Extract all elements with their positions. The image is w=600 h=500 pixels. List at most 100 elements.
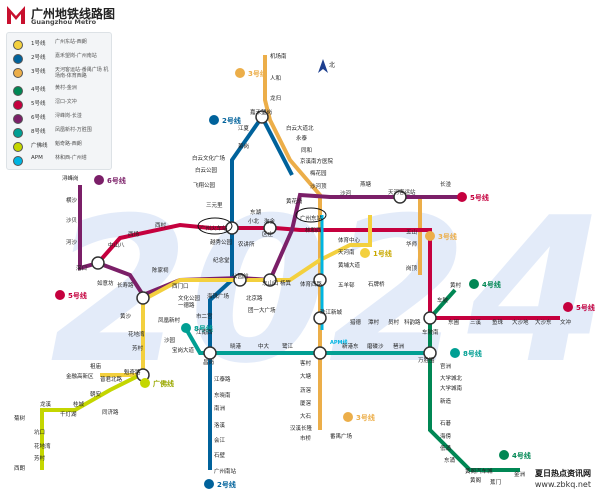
svg-text:燕塘: 燕塘 [360,180,372,188]
map-title: 广州地铁线路图 [31,7,116,21]
svg-text:沙贝: 沙贝 [66,217,78,224]
svg-text:东圃: 东圃 [448,318,460,326]
svg-text:西门口: 西门口 [172,282,189,290]
guangfo-line[interactable] [40,373,141,470]
svg-text:低涌: 低涌 [440,444,451,452]
svg-text:昌岗: 昌岗 [203,359,214,366]
svg-text:蕉门: 蕉门 [490,478,501,486]
svg-text:萧岗: 萧岗 [238,142,249,150]
svg-text:三溪: 三溪 [470,318,482,326]
svg-text:花地湾: 花地湾 [34,442,51,450]
svg-text:晓港: 晓港 [230,342,242,350]
svg-text:沙河: 沙河 [340,189,352,197]
svg-text:海珠广场: 海珠广场 [207,292,230,300]
label-apm: APM线 [330,339,348,346]
svg-text:东涌: 东涌 [444,456,455,464]
label-gf: 广佛线 [153,379,174,388]
svg-text:万胜围: 万胜围 [418,356,435,364]
legend-item[interactable]: 1号线 广州东站-西朗 [13,37,109,51]
legend-item[interactable]: 3号线 天河客运站-番禺广场 机场南-体育西路 [13,65,109,83]
svg-text:京溪南方医院: 京溪南方医院 [300,157,334,165]
line-3[interactable] [263,55,322,430]
svg-text:菊树: 菊树 [14,414,26,422]
svg-text:区庄: 区庄 [262,230,274,238]
label-l3-mid: 3号线 [438,232,457,241]
watermark-title: 夏日热点资讯网 [535,469,591,478]
svg-text:梅花园: 梅花园 [310,169,327,177]
svg-text:白云大道北: 白云大道北 [286,124,314,132]
svg-text:客村: 客村 [300,359,312,367]
svg-text:龙归: 龙归 [270,94,281,102]
svg-text:一德路: 一德路 [178,301,195,309]
svg-text:黄村: 黄村 [450,281,462,289]
svg-text:厦滘: 厦滘 [300,399,312,407]
svg-text:大学城南: 大学城南 [440,384,463,392]
line-legend: 1号线 广州东站-西朗 2号线 嘉禾望岗-广州南站 3号线 天河客运站-番禺广场… [6,32,112,170]
label-l4-bottom: 4号线 [512,451,531,460]
station-labels: 机场南 人和 龙归 嘉禾望岗 白云大道北 永泰 同和 京溪南方医院 梅花园 江夏… [14,52,572,486]
legend-color-icon [13,128,23,138]
svg-text:龙溪: 龙溪 [40,400,52,408]
svg-text:大沙地: 大沙地 [512,318,529,326]
legend-item[interactable]: 6号线 浔峰岗-长湴 [13,111,109,125]
label-l4-top: 4号线 [482,280,501,289]
svg-text:中山八: 中山八 [108,241,125,249]
compass: 北 [318,58,348,74]
svg-text:珠江新城: 珠江新城 [320,308,343,316]
line-8[interactable] [183,326,430,355]
legend-item[interactable]: 8号线 凤凰新村-万胜围 [13,125,109,139]
svg-text:芳村: 芳村 [34,454,46,462]
svg-text:新港东: 新港东 [342,342,359,350]
legend-item[interactable]: 2号线 嘉禾望岗-广州南站 [13,51,109,65]
svg-text:天河客运站: 天河客运站 [388,188,416,196]
svg-text:五山: 五山 [406,228,417,236]
svg-text:磨碟沙: 磨碟沙 [367,342,384,350]
svg-text:大沙东: 大沙东 [535,318,552,326]
svg-text:黄沙: 黄沙 [120,312,132,320]
svg-text:朝安: 朝安 [90,390,102,398]
label-l3-bottom: 3号线 [356,413,375,422]
line-5[interactable] [96,222,560,320]
svg-text:会江: 会江 [214,436,226,444]
label-l6-left: 6号线 [107,176,126,185]
svg-text:大学城北: 大学城北 [440,374,463,382]
svg-text:长寿路: 长寿路 [117,281,134,289]
svg-text:江泰路: 江泰路 [214,375,231,383]
compass-label: 北 [329,62,336,69]
label-l2-bottom: 2号线 [217,480,236,489]
svg-text:官洲: 官洲 [440,362,452,370]
line-labels: 2号线 2号线 3号线 3号线 3号线 4号线 4号线 5号线 5号线 5号线 … [55,68,595,489]
watermark-url[interactable]: www.zbkq.net [534,480,591,489]
svg-text:江南西: 江南西 [196,328,213,336]
svg-text:西场: 西场 [128,230,140,238]
svg-text:黄花岗: 黄花岗 [286,197,303,205]
svg-text:华师: 华师 [406,240,418,248]
legend-item[interactable]: 4号线 黄村-金洲 [13,83,109,97]
interchange-stations [91,110,437,382]
legend-color-icon [13,86,23,96]
svg-text:白云公园: 白云公园 [195,166,218,174]
legend-color-icon [13,142,23,152]
svg-text:西村: 西村 [155,221,167,229]
svg-text:花地湾: 花地湾 [128,330,145,338]
legend-item[interactable]: 5号线 滘口-文冲 [13,97,109,111]
svg-text:东晓南: 东晓南 [214,391,231,399]
svg-text:淘金: 淘金 [264,217,276,225]
svg-text:沥滘: 沥滘 [300,386,312,394]
svg-text:浔峰岗: 浔峰岗 [62,174,79,182]
svg-text:海傍: 海傍 [440,432,452,440]
legend-item[interactable]: APM 林和西-广州塔 [13,153,109,167]
svg-text:新造: 新造 [440,397,452,405]
svg-text:番禺广场: 番禺广场 [330,432,353,440]
svg-text:市桥: 市桥 [300,434,312,442]
legend-item[interactable]: 广佛线 魁奇路-西朗 [13,139,109,153]
svg-text:陈家祠: 陈家祠 [152,266,169,274]
svg-text:沙园: 沙园 [164,337,176,344]
svg-text:普君北路: 普君北路 [100,375,123,383]
svg-text:河沙: 河沙 [66,238,78,246]
label-l5-east: 5号线 [470,193,489,202]
svg-text:南洲: 南洲 [214,404,226,412]
svg-text:五羊邨: 五羊邨 [338,281,355,289]
svg-text:琶洲: 琶洲 [393,343,405,350]
highlight-scribbles [197,207,327,235]
